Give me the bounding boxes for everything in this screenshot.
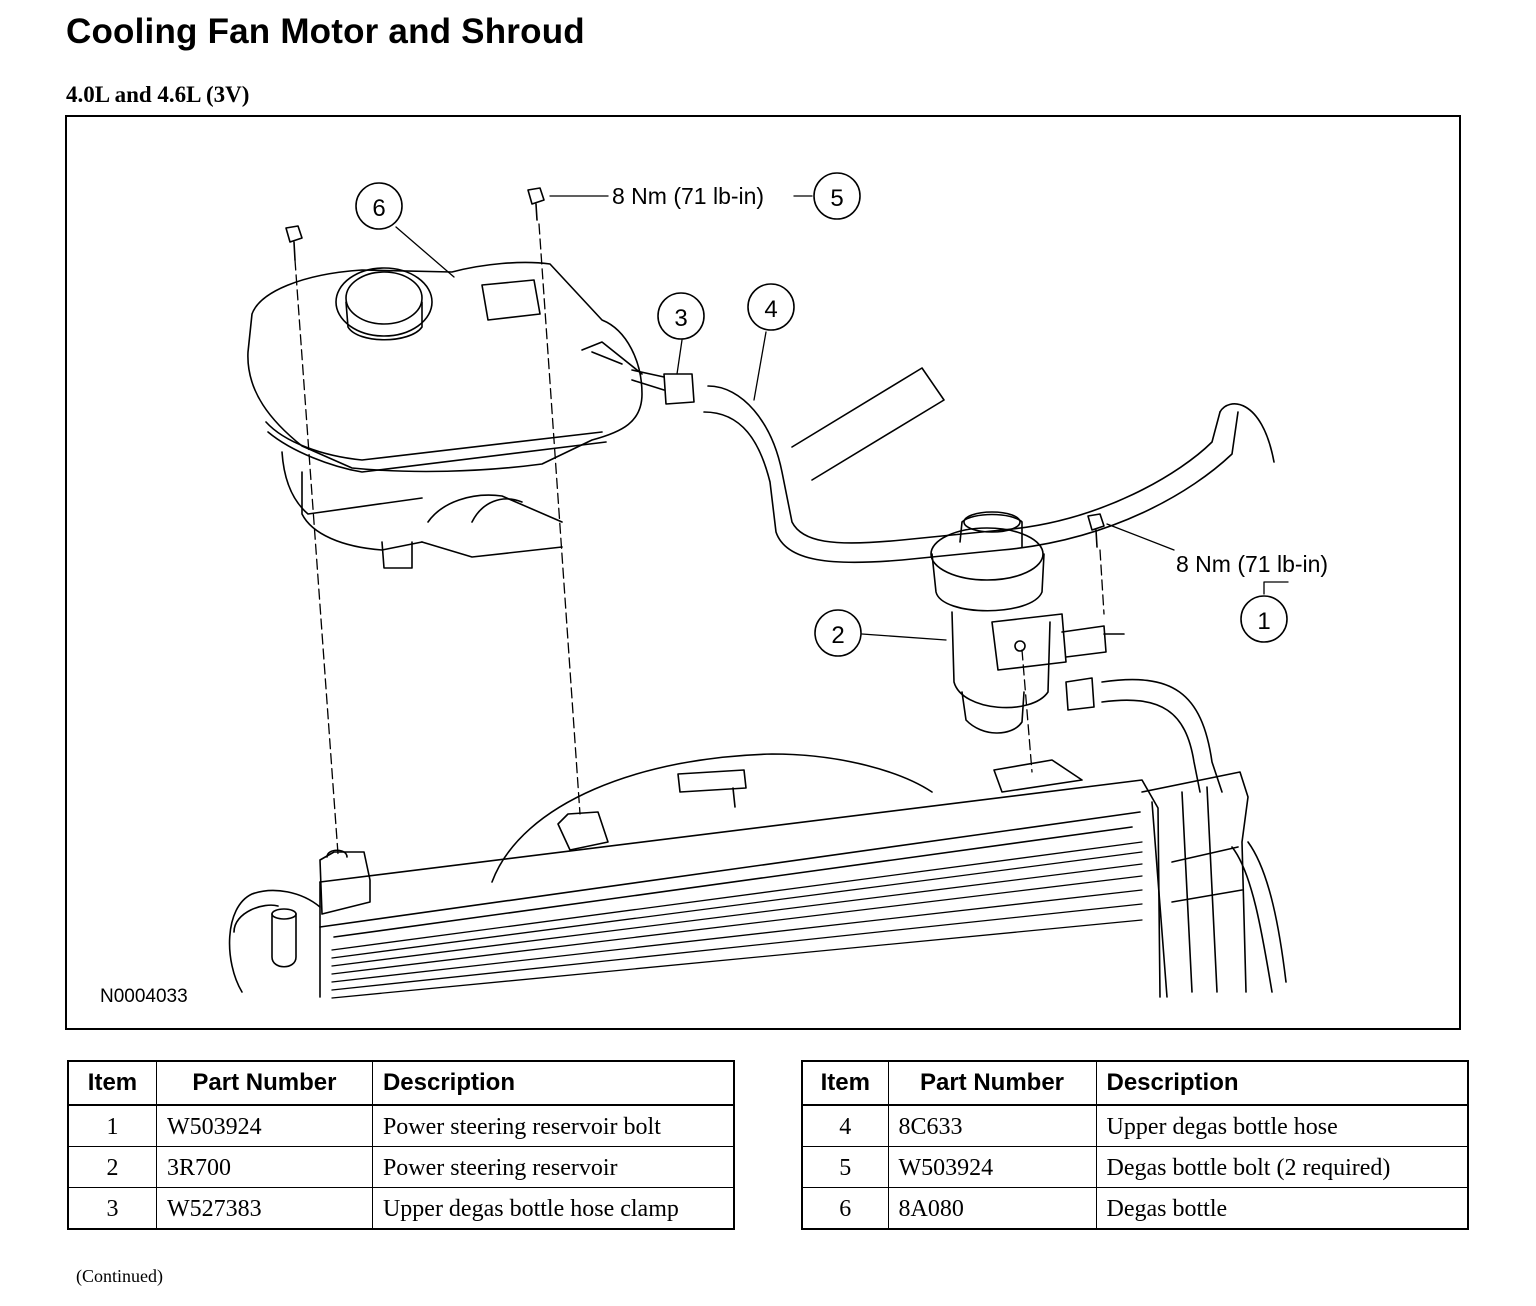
cell-part-number: W503924 (887, 1146, 1097, 1188)
fan-shroud-outline (491, 753, 933, 883)
header-part-number: Part Number (887, 1060, 1097, 1106)
callout-3: 3 (657, 292, 705, 340)
cell-description: Power steering reservoir (371, 1146, 735, 1188)
table-row: 4 8C633 Upper degas bottle hose (801, 1104, 1469, 1147)
callout-2: 2 (814, 609, 862, 657)
lower-hose (1101, 678, 1223, 793)
cell-description: Upper degas bottle hose (1095, 1104, 1469, 1147)
leader-lines (395, 195, 1289, 641)
table-row: 1 W503924 Power steering reservoir bolt (67, 1104, 735, 1147)
table-header-row: Item Part Number Description (801, 1060, 1469, 1106)
callout-4: 4 (747, 283, 795, 331)
parts-table-right: Item Part Number Description 4 8C633 Upp… (801, 1060, 1469, 1230)
parts-table-left: Item Part Number Description 1 W503924 P… (67, 1060, 735, 1230)
torque-label-1: 8 Nm (71 lb-in) (1176, 551, 1328, 577)
callout-6: 6 (355, 182, 403, 230)
radiator (319, 771, 1249, 999)
bracket-right (993, 759, 1083, 793)
upper-degas-hose (707, 385, 1221, 544)
callout-1: 1 (1240, 595, 1288, 643)
bolt-1 (1087, 513, 1105, 548)
callout-5: 5 (813, 172, 861, 220)
bolt-5-left (285, 225, 303, 261)
power-steering-reservoir (930, 511, 1125, 734)
header-description: Description (1095, 1060, 1469, 1106)
shroud-tab (677, 769, 747, 793)
bracket-center (557, 811, 609, 851)
cell-description: Power steering reservoir bolt (371, 1104, 735, 1147)
cell-part-number: 3R700 (155, 1146, 373, 1188)
page-title: Cooling Fan Motor and Shroud (66, 12, 585, 51)
header-description: Description (371, 1060, 735, 1106)
cell-item: 4 (801, 1104, 889, 1147)
degas-bottle (247, 261, 643, 569)
cell-item: 2 (67, 1146, 157, 1188)
svg-text:6: 6 (372, 195, 385, 222)
alignment-lines (294, 223, 1105, 855)
table-header-row: Item Part Number Description (67, 1060, 735, 1106)
table-row: 5 W503924 Degas bottle bolt (2 required) (801, 1146, 1469, 1188)
figure-id: N0004033 (100, 986, 188, 1007)
cell-part-number: W503924 (155, 1104, 373, 1147)
table-row: 2 3R700 Power steering reservoir (67, 1146, 735, 1188)
table-row: 6 8A080 Degas bottle (801, 1187, 1469, 1230)
cell-item: 1 (67, 1104, 157, 1147)
svg-text:4: 4 (764, 296, 777, 323)
cell-description: Upper degas bottle hose clamp (371, 1187, 735, 1230)
svg-text:3: 3 (674, 305, 687, 332)
diagram-figure: 1 2 3 4 5 6 8 Nm (71 lb-in) 8 Nm (71 lb-… (65, 115, 1461, 1030)
header-item: Item (67, 1060, 157, 1106)
continued-note: (Continued) (76, 1266, 163, 1286)
bolt-5-center (527, 187, 545, 221)
svg-text:2: 2 (831, 622, 844, 649)
cell-description: Degas bottle bolt (2 required) (1095, 1146, 1469, 1188)
header-item: Item (801, 1060, 889, 1106)
cell-description: Degas bottle (1095, 1187, 1469, 1230)
cell-part-number: 8A080 (887, 1187, 1097, 1230)
torque-label-5: 8 Nm (71 lb-in) (612, 183, 764, 209)
cell-part-number: W527383 (155, 1187, 373, 1230)
bracket-left (319, 851, 371, 915)
exploded-view-drawing: 1 2 3 4 5 6 8 Nm (71 lb-in) 8 Nm (71 lb-… (100, 172, 1328, 1007)
svg-text:5: 5 (830, 185, 843, 212)
hose-strap (791, 367, 945, 481)
cell-item: 6 (801, 1187, 889, 1230)
header-part-number: Part Number (155, 1060, 373, 1106)
cell-item: 5 (801, 1146, 889, 1188)
page-subtitle: 4.0L and 4.6L (3V) (66, 82, 250, 107)
cell-item: 3 (67, 1187, 157, 1230)
table-row: 3 W527383 Upper degas bottle hose clamp (67, 1187, 735, 1230)
svg-text:1: 1 (1257, 608, 1270, 635)
cell-part-number: 8C633 (887, 1104, 1097, 1147)
hose-clamp (663, 373, 695, 405)
radiator-neck (271, 913, 297, 968)
